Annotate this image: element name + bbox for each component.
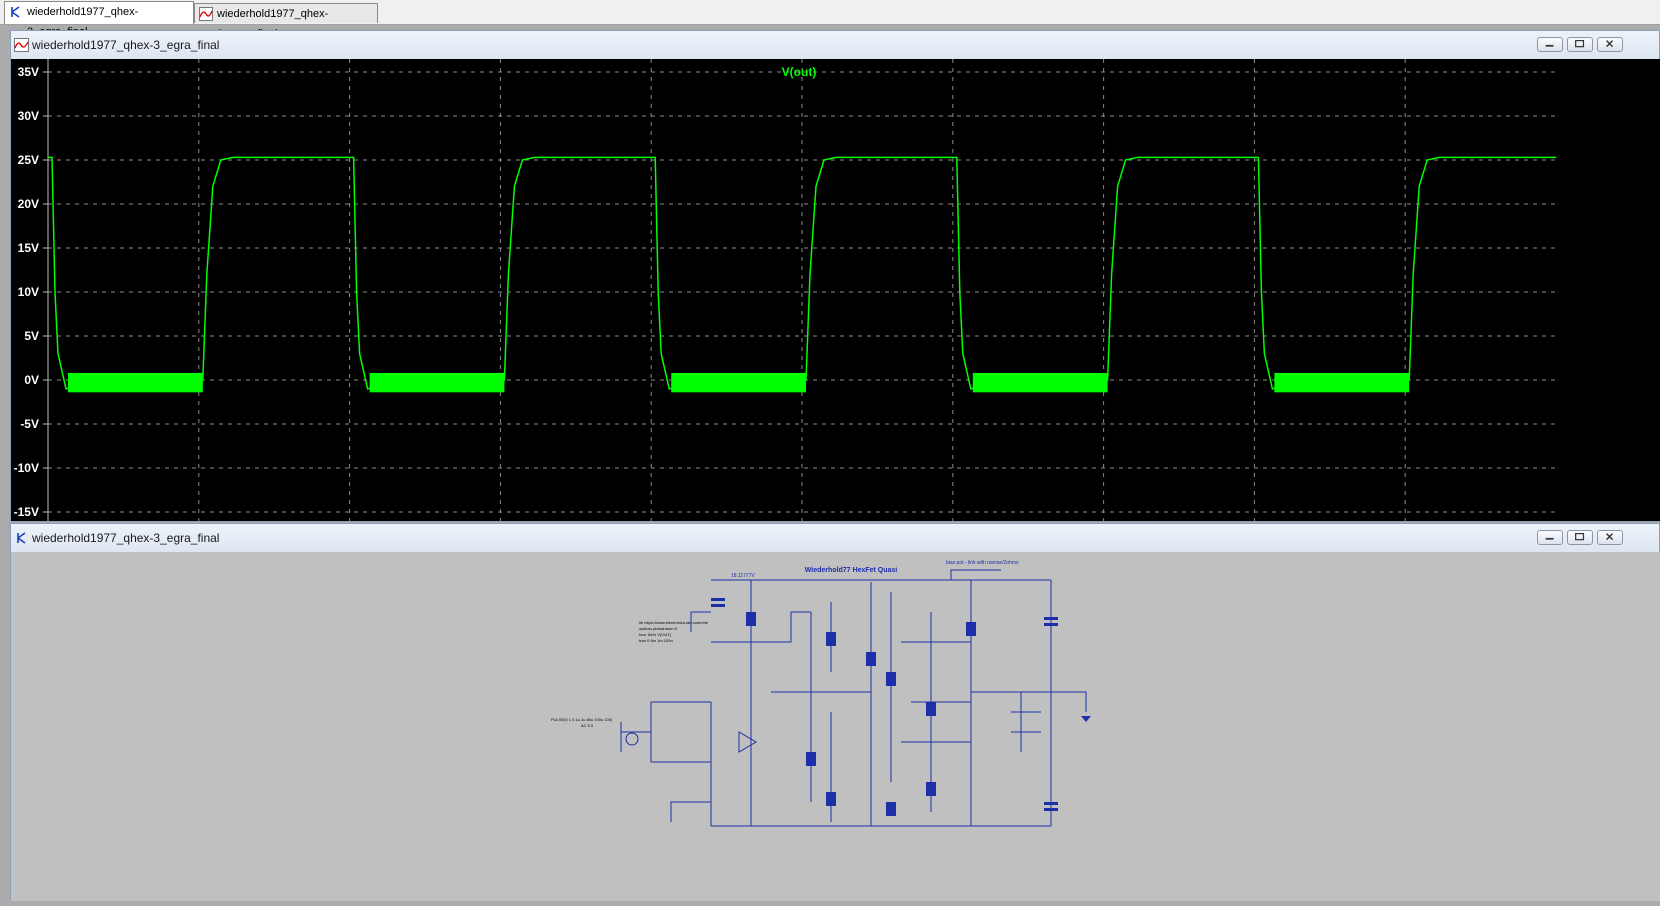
y-tick-label: 35V bbox=[17, 65, 39, 79]
waveform-window-titlebar: wiederhold1977_qhex-3_egra_final bbox=[11, 31, 1659, 60]
trace-group bbox=[48, 156, 1556, 393]
schematic-icon bbox=[11, 6, 20, 18]
schematic-window: wiederhold1977_qhex-3_egra_final bbox=[10, 523, 1660, 901]
schematic-icon bbox=[17, 532, 26, 544]
spice-directive-4: .tran 0 6m 1m 100n bbox=[638, 638, 673, 643]
trace-noise-band bbox=[972, 372, 1108, 393]
schematic-canvas[interactable]: Wiederhold77 HexFet Quasi bias pot - lin… bbox=[11, 552, 1660, 901]
y-tick-label: 20V bbox=[17, 197, 39, 211]
y-tick-label: -5V bbox=[20, 417, 39, 431]
plot-pane[interactable]: V(out) 35V 30V 25V 20V 15V 10V 5V 0V -5V -10V -15V bbox=[11, 59, 1660, 521]
plot-grid bbox=[43, 59, 1556, 521]
y-tick-label: 10V bbox=[17, 285, 39, 299]
spice-directive-1: .lib https://www.electronics-lab.com/nhe bbox=[638, 620, 709, 625]
schematic-text: Wiederhold77 HexFet Quasi bias pot - lin… bbox=[551, 560, 1019, 728]
maximize-button[interactable] bbox=[1567, 37, 1593, 52]
trace-noise-band bbox=[369, 372, 505, 393]
trace-label[interactable]: V(out) bbox=[782, 65, 817, 79]
document-tab-bar: wiederhold1977_qhex-3_egra_final wiederh… bbox=[0, 0, 1660, 40]
y-tick-label: 30V bbox=[17, 109, 39, 123]
schematic-wires bbox=[620, 569, 1087, 827]
waveform-icon bbox=[14, 38, 29, 52]
source-ac-label: AC 0 0 bbox=[581, 723, 594, 728]
schematic-drawing[interactable]: Wiederhold77 HexFet Quasi bias pot - lin… bbox=[11, 552, 1660, 901]
schematic-window-title: wiederhold1977_qhex-3_egra_final bbox=[32, 531, 220, 545]
schematic-components bbox=[625, 598, 1091, 816]
y-tick-label: 15V bbox=[17, 241, 39, 255]
y-tick-label: 5V bbox=[24, 329, 39, 343]
maximize-button[interactable] bbox=[1567, 530, 1593, 545]
spice-directive-2: .options plotwinsize=0 bbox=[638, 626, 678, 631]
waveform-plot[interactable]: V(out) bbox=[11, 59, 1660, 521]
trace-noise-band bbox=[1274, 372, 1410, 393]
waveform-window-title: wiederhold1977_qhex-3_egra_final bbox=[32, 38, 220, 52]
y-tick-label: 0V bbox=[24, 373, 39, 387]
trace-noise-band bbox=[671, 372, 806, 393]
y-tick-label: -10V bbox=[13, 461, 39, 475]
tab-waveform[interactable]: wiederhold1977_qhex-3_egra_final bbox=[194, 3, 378, 40]
schematic-window-titlebar: wiederhold1977_qhex-3_egra_final bbox=[11, 524, 1659, 553]
schematic-note: bias pot - link with rsense/2ohms bbox=[946, 560, 1019, 566]
trace-noise-band bbox=[68, 372, 203, 393]
close-button[interactable] bbox=[1597, 530, 1623, 545]
minimize-button[interactable] bbox=[1537, 530, 1563, 545]
spice-directive-3: .four 1kHz V(OUT) bbox=[638, 632, 672, 637]
source-label: PULSE(0 1 0 1u 1u 80u 100u 100) bbox=[551, 717, 613, 722]
y-tick-label: 25V bbox=[17, 153, 39, 167]
waveform-icon bbox=[199, 7, 213, 21]
supply-label: 18.11777V bbox=[731, 573, 755, 579]
minimize-button[interactable] bbox=[1537, 37, 1563, 52]
waveform-window: wiederhold1977_qhex-3_egra_final V(out) … bbox=[10, 30, 1660, 522]
y-tick-label: -15V bbox=[13, 505, 39, 519]
tab-schematic[interactable]: wiederhold1977_qhex-3_egra_final bbox=[4, 1, 194, 38]
close-button[interactable] bbox=[1597, 37, 1623, 52]
schematic-heading: Wiederhold77 HexFet Quasi bbox=[805, 567, 898, 574]
